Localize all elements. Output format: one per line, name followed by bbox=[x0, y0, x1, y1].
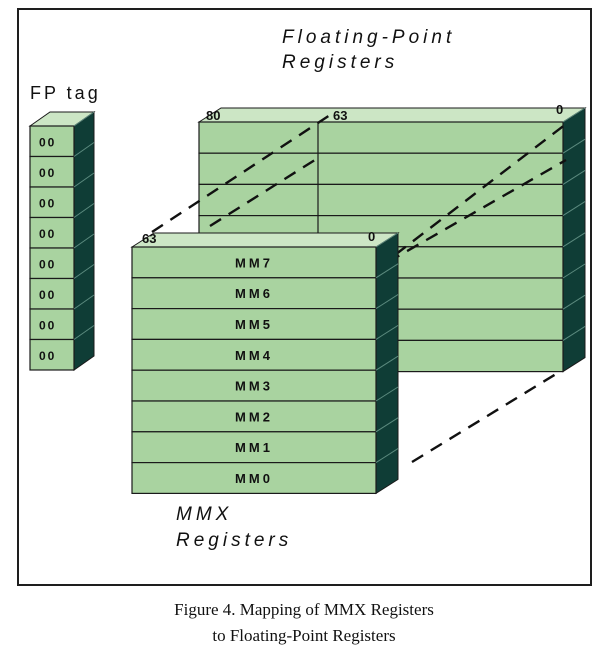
fp-tag-stack: 00 00 00 00 00 00 00 00 bbox=[28, 111, 96, 371]
mmx-block-top bbox=[130, 232, 400, 248]
fp-tag-title: FP tag bbox=[30, 83, 101, 103]
fp-tag-side-divider bbox=[73, 325, 95, 340]
fp-side-divider bbox=[562, 201, 586, 217]
mmx-bit-label-63: 63 bbox=[142, 231, 156, 246]
mmx-register-row bbox=[131, 462, 377, 495]
fp-bit-label-0: 0 bbox=[556, 102, 563, 117]
mapping-dashed-line bbox=[411, 372, 557, 464]
fp-side-divider bbox=[562, 107, 586, 123]
mmx-side-divider bbox=[375, 232, 399, 248]
mapping-dashed-line bbox=[387, 158, 567, 264]
fp-bit-label-63: 63 bbox=[333, 108, 347, 123]
mmx-side-divider bbox=[375, 386, 399, 402]
fp-tag-side-divider bbox=[73, 142, 95, 157]
fp-tag-value: 00 bbox=[39, 318, 56, 332]
fp-tag-value: 00 bbox=[39, 135, 56, 149]
fp-tag-side-divider bbox=[73, 294, 95, 310]
mmx-side-divider bbox=[375, 324, 399, 340]
mmx-register-row bbox=[131, 246, 377, 279]
mmx-side-divider bbox=[375, 417, 399, 433]
mapping-dashed-line bbox=[151, 113, 331, 234]
fp-tag-side-divider bbox=[73, 172, 95, 188]
fp-side-divider bbox=[562, 232, 586, 248]
mapping-lines bbox=[151, 113, 567, 464]
caption-line-2: to Floating-Point Registers bbox=[212, 626, 396, 645]
fp-tag-cell bbox=[29, 247, 75, 280]
fp-bit-label-80: 80 bbox=[206, 108, 220, 123]
mapping-dashed-line bbox=[377, 123, 567, 269]
mmx-register-label: MM2 bbox=[235, 409, 273, 424]
mmx-register-label: MM1 bbox=[235, 440, 273, 455]
fp-tag-cell bbox=[29, 216, 75, 249]
fp-side-divider bbox=[562, 138, 586, 154]
fp-tag-cell bbox=[29, 277, 75, 310]
mmx-registers-title-line-2: Registers bbox=[176, 530, 292, 551]
mmx-register-label: MM5 bbox=[235, 317, 273, 332]
fp-block-top bbox=[197, 107, 587, 123]
fp-tag-value: 00 bbox=[39, 349, 56, 363]
fp-registers-title-line-1: Floating-Point bbox=[282, 27, 455, 48]
mmx-side-divider bbox=[375, 355, 399, 371]
fp-side-divider bbox=[562, 294, 586, 310]
fp-side-divider bbox=[562, 263, 586, 279]
fp-tag-value: 00 bbox=[39, 257, 56, 271]
fp-tag-cell bbox=[29, 155, 75, 188]
fp-tag-side-divider bbox=[73, 111, 95, 127]
mmx-side-divider bbox=[375, 448, 399, 464]
fp-side-divider bbox=[562, 169, 586, 185]
fp-side-divider bbox=[562, 325, 586, 341]
caption-line-1: Figure 4. Mapping of MMX Registers bbox=[174, 600, 434, 619]
fp-tag-side-divider bbox=[73, 203, 95, 218]
fp-tag-value: 00 bbox=[39, 196, 56, 210]
mmx-register-label: MM6 bbox=[235, 286, 273, 301]
fp-tag-value: 00 bbox=[39, 227, 56, 241]
mmx-bit-label-0: 0 bbox=[368, 229, 375, 244]
fp-tag-side-divider bbox=[73, 233, 95, 249]
fp-tag-value: 00 bbox=[39, 166, 56, 180]
fp-tag-side-divider bbox=[73, 264, 95, 279]
mmx-register-label: MM4 bbox=[235, 348, 273, 363]
fp-tag-value: 00 bbox=[39, 288, 56, 302]
mmx-register-label: MM0 bbox=[235, 471, 273, 486]
fp-tag-cell bbox=[29, 338, 75, 371]
mmx-register-label: MM7 bbox=[235, 255, 273, 270]
fp-registers-title-line-2: Registers bbox=[282, 52, 398, 73]
fp-register-row bbox=[198, 121, 564, 154]
fp-register-row bbox=[198, 183, 564, 217]
mmx-side-divider bbox=[375, 294, 399, 310]
mmx-register-row bbox=[131, 308, 377, 341]
mmx-registers-title-line-1: MMX bbox=[176, 504, 232, 525]
mmx-register-label: MM3 bbox=[235, 379, 273, 394]
mmx-register-row bbox=[131, 369, 377, 402]
mmx-register-row bbox=[131, 338, 377, 371]
fp-register-row bbox=[198, 152, 564, 185]
mmx-register-row bbox=[131, 400, 377, 433]
mmx-side-divider bbox=[375, 263, 399, 279]
